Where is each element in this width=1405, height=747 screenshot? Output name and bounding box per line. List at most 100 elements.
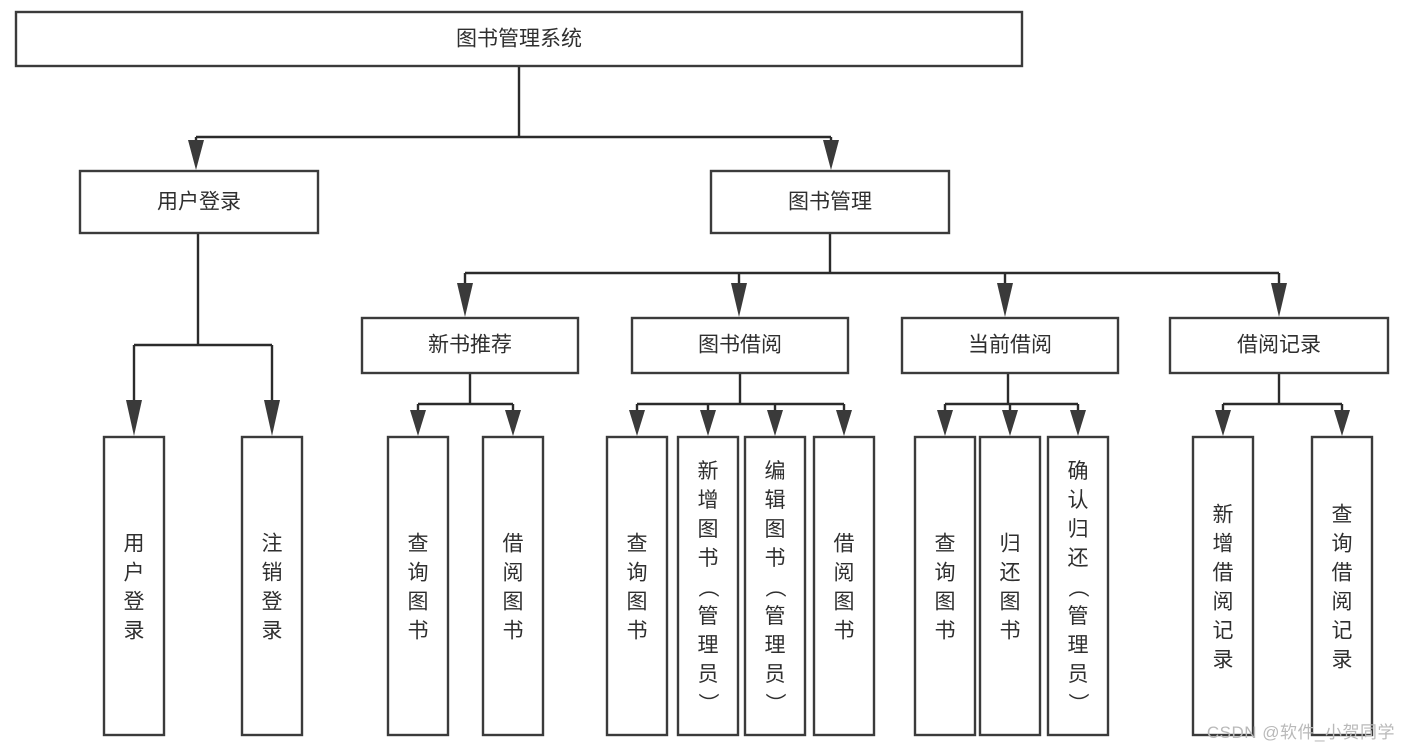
node-leaf-user-login-box[interactable] [102, 435, 166, 737]
svg-text:录: 录 [124, 620, 145, 643]
svg-text:员: 员 [1068, 663, 1089, 686]
node-book-borrow[interactable]: 图书借阅 [630, 316, 850, 375]
svg-text:还: 还 [1068, 547, 1089, 570]
svg-text:阅: 阅 [1332, 591, 1353, 614]
svg-text:员: 员 [698, 663, 719, 686]
arrow-to-current-borrow [997, 283, 1013, 317]
svg-text:图: 图 [935, 591, 956, 614]
node-current-borrow-box[interactable] [900, 316, 1120, 375]
node-leaf-user-logout-box[interactable] [240, 435, 304, 737]
node-leaf-query-book-2[interactable] [605, 435, 669, 737]
svg-text:登: 登 [124, 591, 145, 614]
node-leaf-query-book-1-box[interactable] [386, 435, 450, 737]
node-leaf-query-book-2-box[interactable] [605, 435, 669, 737]
svg-text:认: 认 [1068, 489, 1089, 512]
svg-text:新: 新 [698, 460, 719, 483]
svg-text:询: 询 [627, 562, 648, 585]
svg-text:借: 借 [834, 533, 855, 556]
node-leaf-confirm-return-box[interactable] [1046, 435, 1110, 737]
node-leaf-query-book-3[interactable] [913, 435, 977, 737]
node-new-book-rec-box[interactable] [360, 316, 580, 375]
node-leaf-confirm-return[interactable] [1046, 435, 1110, 737]
arrow-to-leaf-query-book-3 [937, 410, 953, 436]
node-layer: 图书管理系统 用户登录 图书管理 新书推荐 图书借阅 当前 [14, 10, 1390, 737]
node-root[interactable]: 图书管理系统 [14, 10, 1024, 68]
svg-text:）: ） [1066, 693, 1089, 714]
svg-text:录: 录 [1332, 649, 1353, 672]
node-borrow-record-box[interactable] [1168, 316, 1390, 375]
node-leaf-borrow-book-2[interactable] [812, 435, 876, 737]
svg-text:录: 录 [262, 620, 283, 643]
node-new-book-rec-label: 新书推荐 [428, 334, 512, 357]
svg-text:询: 询 [935, 562, 956, 585]
svg-text:阅: 阅 [1213, 591, 1234, 614]
node-leaf-add-book[interactable] [676, 435, 740, 737]
arrow-to-leaf-borrow-book-2 [836, 410, 852, 436]
arrow-to-borrow-record [1271, 283, 1287, 317]
arrow-to-leaf-user-logout [264, 400, 280, 436]
svg-text:员: 员 [765, 663, 786, 686]
node-book-manage-box[interactable] [709, 169, 951, 235]
node-leaf-return-book-box[interactable] [978, 435, 1042, 737]
node-root-box[interactable] [14, 10, 1024, 68]
svg-text:登: 登 [262, 591, 283, 614]
svg-text:还: 还 [1000, 562, 1021, 585]
svg-text:书: 书 [1000, 620, 1021, 643]
node-leaf-borrow-book-1-box[interactable] [481, 435, 545, 737]
svg-text:书: 书 [834, 620, 855, 643]
svg-text:用: 用 [124, 533, 145, 556]
svg-text:确: 确 [1068, 460, 1089, 483]
svg-text:图: 图 [503, 591, 524, 614]
node-leaf-query-record-box[interactable] [1310, 435, 1374, 737]
svg-text:查: 查 [1332, 504, 1353, 527]
arrow-to-leaf-query-record [1334, 410, 1350, 436]
arrow-to-book-borrow [731, 283, 747, 317]
svg-text:图: 图 [1000, 591, 1021, 614]
node-leaf-query-book-3-box[interactable] [913, 435, 977, 737]
svg-text:查: 查 [935, 533, 956, 556]
node-user-login-box[interactable] [78, 169, 320, 235]
arrow-to-leaf-add-record [1215, 410, 1231, 436]
watermark-credit: CSDN @软件_小贺同学 [1206, 723, 1395, 742]
node-current-borrow[interactable]: 当前借阅 [900, 316, 1120, 375]
svg-text:增: 增 [698, 489, 719, 512]
node-leaf-edit-book-box[interactable] [743, 435, 807, 737]
svg-text:记: 记 [1332, 620, 1353, 643]
connector-layer [126, 66, 1350, 436]
node-leaf-user-login[interactable] [102, 435, 166, 737]
svg-text:编: 编 [765, 460, 786, 483]
arrow-to-leaf-add-book [700, 410, 716, 436]
svg-text:（: （ [696, 577, 719, 598]
node-leaf-add-record-box[interactable] [1191, 435, 1255, 737]
arrow-to-new-book-rec [457, 283, 473, 317]
svg-text:书: 书 [627, 620, 648, 643]
node-leaf-query-record[interactable] [1310, 435, 1374, 737]
node-leaf-user-logout[interactable] [240, 435, 304, 737]
node-user-login[interactable]: 用户登录 [78, 169, 320, 235]
svg-text:销: 销 [262, 562, 283, 585]
node-leaf-query-book-1[interactable] [386, 435, 450, 737]
node-leaf-borrow-book-2-box[interactable] [812, 435, 876, 737]
node-book-borrow-label: 图书借阅 [698, 334, 782, 357]
arrow-to-book-manage [823, 140, 839, 170]
node-new-book-rec[interactable]: 新书推荐 [360, 316, 580, 375]
node-leaf-add-book-box[interactable] [676, 435, 740, 737]
svg-text:图: 图 [834, 591, 855, 614]
node-leaf-edit-book[interactable] [743, 435, 807, 737]
node-leaf-return-book[interactable] [978, 435, 1042, 737]
node-book-manage[interactable]: 图书管理 [709, 169, 951, 235]
arrow-to-leaf-query-book-2 [629, 410, 645, 436]
svg-text:询: 询 [408, 562, 429, 585]
svg-text:新: 新 [1213, 504, 1234, 527]
node-book-borrow-box[interactable] [630, 316, 850, 375]
svg-text:图: 图 [698, 518, 719, 541]
node-borrow-record[interactable]: 借阅记录 [1168, 316, 1390, 375]
node-leaf-borrow-book-1[interactable] [481, 435, 545, 737]
node-leaf-add-record[interactable] [1191, 435, 1255, 737]
